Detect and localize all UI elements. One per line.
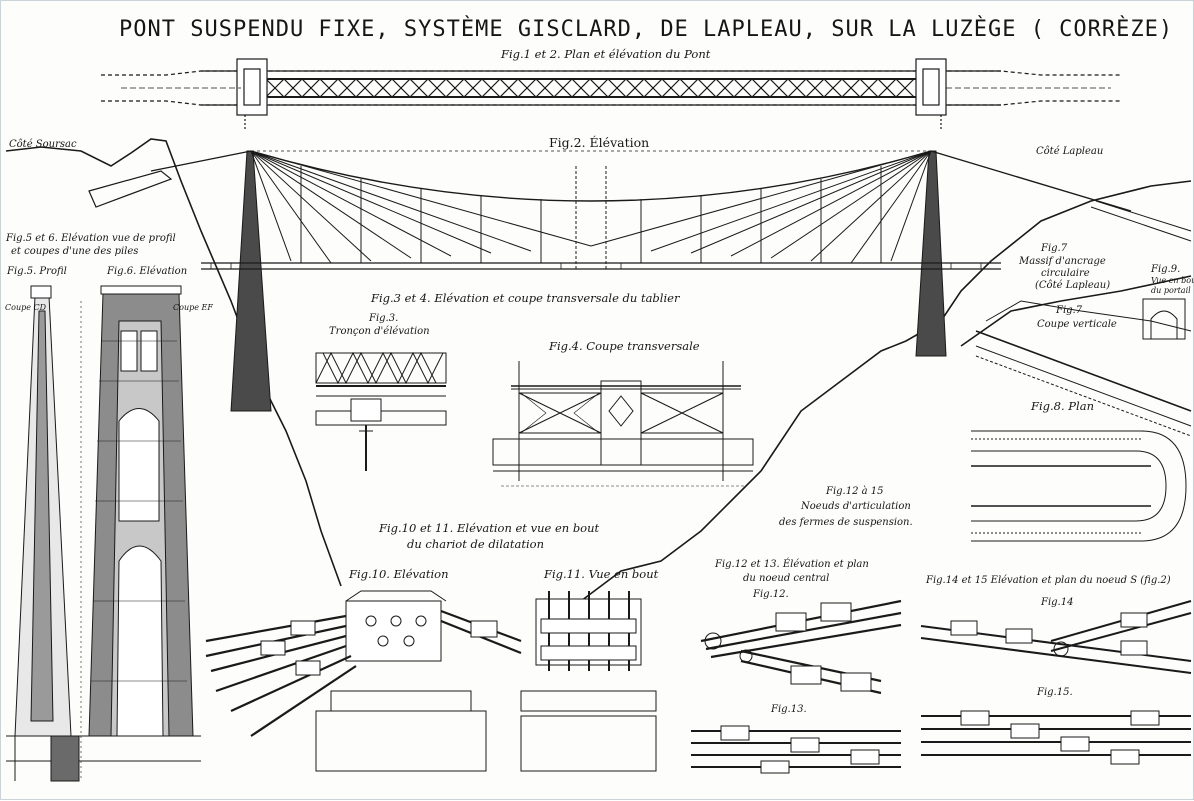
pillar-base xyxy=(6,735,201,782)
label-fig14: Fig.14 xyxy=(1041,597,1074,608)
label-fig3: Fig.3. xyxy=(369,313,399,324)
fig15-node-s-plan xyxy=(921,710,1191,765)
fig7-anchorage-section xyxy=(975,300,1192,437)
label-fig3-4: Fig.3 et 4. Elévation et coupe transvers… xyxy=(371,291,680,305)
label-cote-soursac: Côté Soursac xyxy=(9,139,77,150)
label-fig3-sub: Tronçon d'élévation xyxy=(329,326,430,337)
label-fig10-11-sub: du chariot de dilatation xyxy=(407,537,545,551)
plate-title: PONT SUSPENDU FIXE, SYSTÈME GISCLARD, DE… xyxy=(119,17,1174,42)
label-fig7: Fig.7 xyxy=(1056,305,1083,316)
label-fig12: Fig.12. xyxy=(753,589,789,600)
label-fig12-13-sub: du noeud central xyxy=(743,573,830,584)
label-fig5-6-sub: et coupes d'une des piles xyxy=(11,246,139,257)
pillar-hatching xyxy=(91,340,187,682)
fig3-deck-segment xyxy=(315,351,447,471)
fig12-central-node xyxy=(700,599,902,695)
label-coupe-cd: Coupe CD xyxy=(5,303,47,312)
label-massif: Massif d'ancrage xyxy=(1019,256,1106,267)
label-fig6: Fig.6. Elévation xyxy=(107,266,188,277)
label-fig5: Fig.5. Profil xyxy=(7,266,67,277)
label-fig13: Fig.13. xyxy=(771,704,807,715)
fig6-pillar-elevation xyxy=(80,285,194,781)
label-coupe-ef: Coupe EF xyxy=(173,303,213,312)
label-fig1-2: Fig.1 et 2. Plan et élévation du Pont xyxy=(501,47,711,61)
label-fig9-portal: du portail xyxy=(1151,286,1191,295)
label-fig14-15: Fig.14 et 15 Elévation et plan du noeud … xyxy=(926,575,1171,586)
label-fig12-13: Fig.12 et 13. Élévation et plan xyxy=(715,559,869,570)
label-fig9-sub: Vue en bout xyxy=(1151,276,1194,285)
fig8-anchorage-plan xyxy=(971,430,1187,542)
label-fig2: Fig.2. Élévation xyxy=(549,135,650,150)
fig5-pillar-profile xyxy=(14,285,72,781)
label-coupe-verticale: Coupe verticale xyxy=(1037,319,1117,330)
label-fig12-15: Fig.12 à 15 xyxy=(826,486,884,497)
label-fermes: des fermes de suspension. xyxy=(779,517,913,528)
ground-profile xyxy=(5,138,1192,602)
fig10-carriage-elevation xyxy=(205,590,522,772)
label-noeuds: Noeuds d'articulation xyxy=(801,501,911,512)
label-fig10-11: Fig.10 et 11. Elévation et vue en bout xyxy=(379,521,600,535)
label-fig10: Fig.10. Elévation xyxy=(349,567,449,581)
fig14-node-s xyxy=(920,600,1192,674)
label-fig7-top: Fig.7 xyxy=(1041,243,1068,254)
label-fig9: Fig.9. xyxy=(1151,264,1181,275)
label-fig5-6: Fig.5 et 6. Elévation vue de profil xyxy=(6,233,176,244)
label-massif-side: (Côté Lapleau) xyxy=(1035,280,1111,291)
suspension-cables xyxy=(150,150,1132,271)
label-fig11: Fig.11. Vue en bout xyxy=(544,567,659,581)
fig4-cross-section xyxy=(492,361,754,487)
fig11-carriage-end-view xyxy=(520,591,657,772)
fig9-portal-view xyxy=(1142,298,1186,340)
label-fig15: Fig.15. xyxy=(1037,687,1073,698)
fig1-plan-view xyxy=(101,58,1121,129)
label-fig8: Fig.8. Plan xyxy=(1031,399,1094,413)
bridge-towers xyxy=(230,150,947,412)
label-massif-sub: circulaire xyxy=(1041,268,1090,279)
label-cote-lapleau: Côté Lapleau xyxy=(1036,146,1104,157)
fig13-central-node-plan xyxy=(691,725,901,774)
label-fig4: Fig.4. Coupe transversale xyxy=(549,339,700,353)
bridge-deck xyxy=(201,262,1001,270)
